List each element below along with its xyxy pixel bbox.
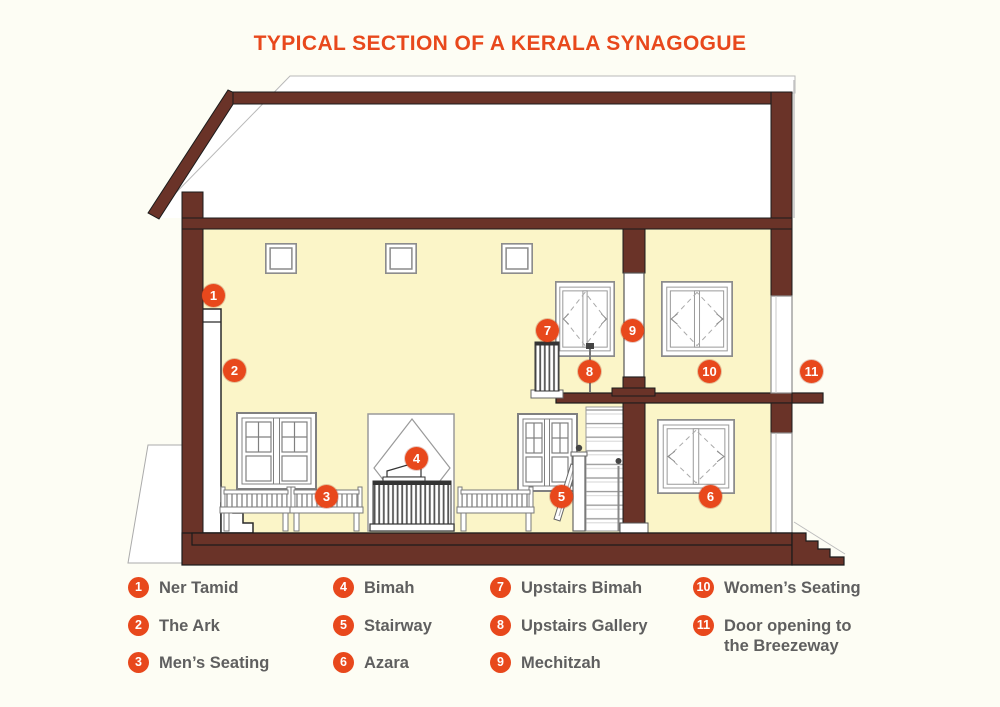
diagram-marker-9: 9 [621,319,644,342]
diagram-marker-4: 4 [405,447,428,470]
ground-window-left [236,412,317,490]
azara-bench [456,486,535,532]
building-structure [181,191,846,566]
upstairs-bimah [530,341,564,399]
diagram-marker-11: 11 [800,360,823,383]
right-wall-middle [770,402,793,434]
stair-newel-post [572,454,586,532]
diagram-marker-3: 3 [315,485,338,508]
upstairs-gallery-floor [555,392,824,404]
ground-door-opening [770,432,793,534]
stairway [553,343,624,532]
womens-seating-window [661,281,733,357]
left-wall [181,228,204,566]
azara-window [657,419,735,494]
right-wall-upper [770,228,793,297]
diagram-marker-8: 8 [578,360,601,383]
diagram-marker-10: 10 [698,360,721,383]
diagram-marker-5: 5 [550,485,573,508]
ceiling-slab [181,217,793,230]
clerestory-window [265,243,297,274]
mens-seating-bench [219,486,293,532]
diagram-marker-2: 2 [223,359,246,382]
clerestory-window [385,243,417,274]
diagram-marker-6: 6 [699,485,722,508]
clerestory-window [501,243,533,274]
diagram-marker-7: 7 [536,319,559,342]
roof [147,75,796,221]
breezeway-door-opening [770,295,793,394]
gallery-window [555,281,615,357]
exterior-right-steps [791,532,845,566]
exterior-left-ramp [127,444,186,564]
bimah-railing [372,480,452,525]
bimah [367,413,455,532]
page-title: TYPICAL SECTION OF A KERALA SYNAGOGUE [253,32,747,55]
diagram-marker-1: 1 [202,284,225,307]
